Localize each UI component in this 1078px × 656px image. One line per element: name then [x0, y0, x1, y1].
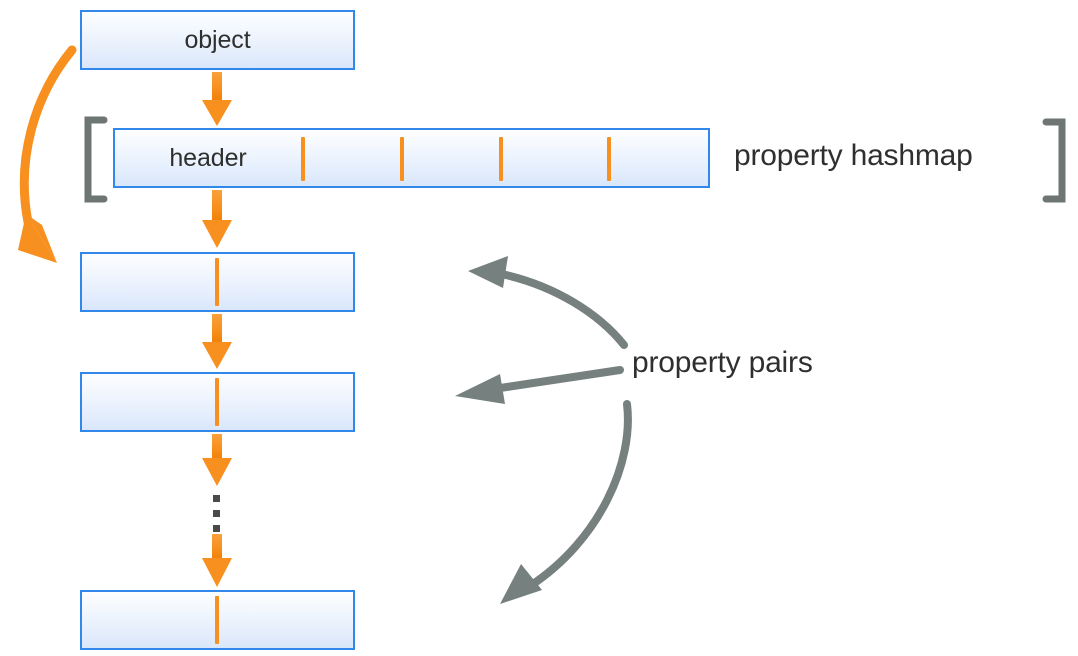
- object-to-header-arrow-icon: [202, 72, 232, 126]
- ellipsis-to-pairn-arrow-icon: [202, 534, 232, 587]
- right-bracket-icon: [1042, 118, 1066, 203]
- vertical-ellipsis-icon: [213, 495, 220, 532]
- object-to-pair-curved-arrow-icon: [18, 45, 77, 263]
- property-pairs-callout-arrow-middle-icon: [455, 366, 624, 404]
- property-pairs-callout-arrow-bottom-icon: [500, 400, 632, 604]
- property-pairs-label: property pairs: [632, 346, 813, 379]
- property-pair-divider-1: [215, 258, 219, 306]
- pair1-to-pair2-arrow-icon: [202, 314, 232, 369]
- property-pairs-callout-arrow-top-icon: [468, 256, 628, 349]
- object-box[interactable]: [80, 10, 355, 70]
- pair2-to-ellipsis-arrow-icon: [202, 434, 232, 486]
- header-label: header: [169, 143, 247, 172]
- left-bracket-icon: [84, 116, 108, 203]
- property-pair-divider-n: [215, 596, 219, 644]
- object-box-label: object: [184, 25, 251, 54]
- hashmap-slot-tick-1: [301, 137, 305, 181]
- property-pair-divider-2: [215, 378, 219, 426]
- hashmap-slot-tick-4: [607, 137, 611, 181]
- header-to-pair1-arrow-icon: [202, 190, 232, 248]
- hashmap-slot-tick-2: [400, 137, 404, 181]
- hashmap-slot-tick-3: [499, 137, 503, 181]
- property-hashmap-label: property hashmap: [734, 139, 973, 172]
